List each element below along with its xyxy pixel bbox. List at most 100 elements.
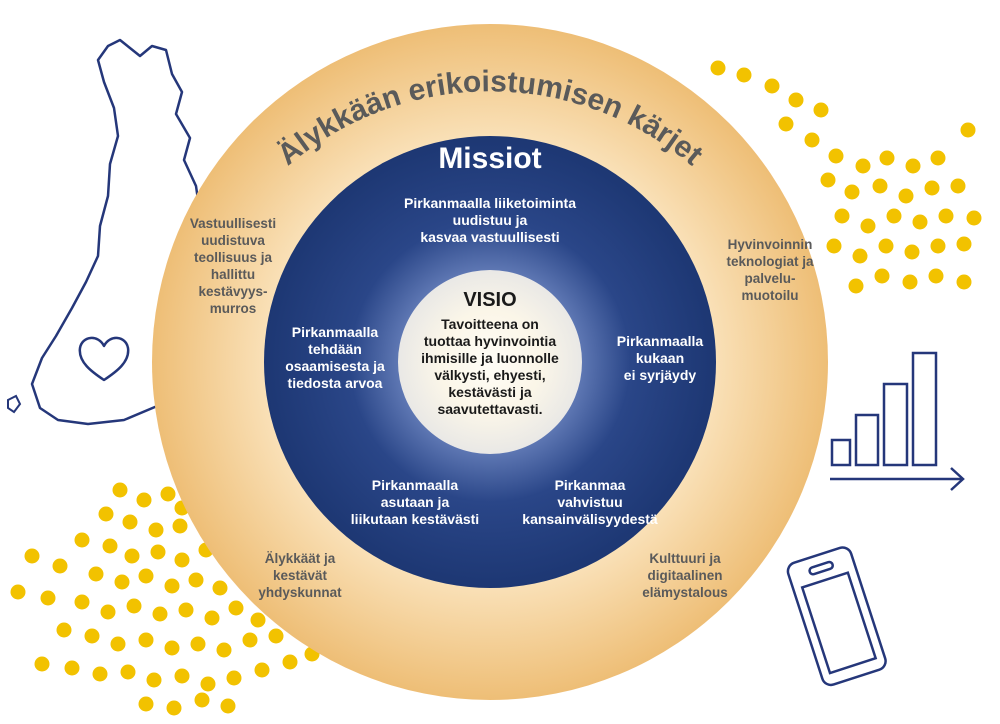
decor-dot xyxy=(194,692,210,708)
decor-dot xyxy=(178,602,194,618)
decor-dot xyxy=(254,662,270,678)
decor-dot xyxy=(190,636,206,652)
decor-dot xyxy=(886,208,902,224)
decor-dot xyxy=(124,548,140,564)
decor-dot xyxy=(136,492,152,508)
decor-dot xyxy=(164,578,180,594)
decor-dot xyxy=(826,238,842,254)
decor-dot xyxy=(228,600,244,616)
decor-dot xyxy=(736,67,752,83)
decor-dot xyxy=(220,698,236,714)
decor-dot xyxy=(216,642,232,658)
decor-dot xyxy=(905,158,921,174)
decor-dot xyxy=(804,132,820,148)
decor-dot xyxy=(126,598,142,614)
decor-dot xyxy=(56,622,72,638)
decor-dot xyxy=(878,238,894,254)
decor-dot xyxy=(120,664,136,680)
decor-dot xyxy=(898,188,914,204)
decor-dot xyxy=(930,150,946,166)
decor-dot xyxy=(710,60,726,76)
decor-dot xyxy=(966,210,982,226)
decor-dot xyxy=(148,522,164,538)
missions-title: Missiot xyxy=(438,142,542,175)
decor-dot xyxy=(88,566,104,582)
decor-dot xyxy=(110,636,126,652)
decor-dot xyxy=(10,584,26,600)
decor-dot xyxy=(872,178,888,194)
vision-title: VISIO xyxy=(463,289,517,311)
decor-dot xyxy=(138,568,154,584)
decor-dot xyxy=(764,78,780,94)
decor-dot xyxy=(212,580,228,596)
decor-dot xyxy=(902,274,918,290)
decor-dot xyxy=(820,172,836,188)
dot-pattern-decoration xyxy=(710,60,982,294)
decor-dot xyxy=(242,632,258,648)
decor-dot xyxy=(956,274,972,290)
decor-dot xyxy=(84,628,100,644)
island-outline xyxy=(7,394,22,414)
decor-dot xyxy=(112,482,128,498)
mission-no-exclusion: Pirkanmaalla kukaan ei syrjäydy xyxy=(616,333,704,383)
mission-business-renewal: Pirkanmaalla liiketoiminta uudistuu ja k… xyxy=(404,195,576,245)
decor-dot xyxy=(834,208,850,224)
decor-dot xyxy=(152,606,168,622)
decor-dot xyxy=(64,660,80,676)
decor-dot xyxy=(855,158,871,174)
decor-dot xyxy=(188,572,204,588)
decor-dot xyxy=(928,268,944,284)
decor-dot xyxy=(114,574,130,590)
outer-ring-item-wellbeing-technology: Hyvinvoinnin teknologiat ja palvelu- muo… xyxy=(726,237,814,303)
decor-dot xyxy=(788,92,804,108)
decor-dot xyxy=(40,590,56,606)
decor-dot xyxy=(956,236,972,252)
decor-dot xyxy=(166,700,182,716)
decor-dot xyxy=(778,116,794,132)
decor-dot xyxy=(848,278,864,294)
decor-dot xyxy=(874,268,890,284)
decor-dot xyxy=(860,218,876,234)
decor-dot xyxy=(174,668,190,684)
decor-dot xyxy=(226,670,242,686)
mission-knowledge-value: Pirkanmaalla tehdään osaamisesta ja tied… xyxy=(285,324,385,391)
decor-dot xyxy=(204,610,220,626)
decor-dot xyxy=(828,148,844,164)
decor-dot xyxy=(879,150,895,166)
decor-dot xyxy=(904,244,920,260)
decor-dot xyxy=(138,696,154,712)
decor-dot xyxy=(92,666,108,682)
decor-dot xyxy=(98,506,114,522)
decor-dot xyxy=(930,238,946,254)
decor-dot xyxy=(174,552,190,568)
decor-dot xyxy=(950,178,966,194)
decor-dot xyxy=(138,632,154,648)
finland-map-outline-icon xyxy=(30,38,202,426)
decor-dot xyxy=(74,594,90,610)
decor-dot xyxy=(960,122,976,138)
decor-dot xyxy=(164,640,180,656)
decor-dot xyxy=(912,214,928,230)
decor-dot xyxy=(24,548,40,564)
decor-dot xyxy=(200,676,216,692)
decor-dot xyxy=(844,184,860,200)
mission-internationality: Pirkanmaa vahvistuu kansainvälisyydestä xyxy=(522,477,658,527)
decor-dot xyxy=(74,532,90,548)
decor-dot xyxy=(813,102,829,118)
decor-dot xyxy=(924,180,940,196)
decor-dot xyxy=(102,538,118,554)
decor-dot xyxy=(852,248,868,264)
decor-dot xyxy=(150,544,166,560)
decor-dot xyxy=(250,612,266,628)
heart-icon xyxy=(78,336,130,382)
decor-dot xyxy=(282,654,298,670)
bar-chart-arrow-icon xyxy=(830,351,965,491)
decor-dot xyxy=(268,628,284,644)
decor-dot xyxy=(52,558,68,574)
decor-dot xyxy=(160,486,176,502)
mission-sustainable-living: Pirkanmaalla asutaan ja liikutaan kestäv… xyxy=(350,477,480,527)
decor-dot xyxy=(938,208,954,224)
decor-dot xyxy=(122,514,138,530)
decor-dot xyxy=(172,518,188,534)
